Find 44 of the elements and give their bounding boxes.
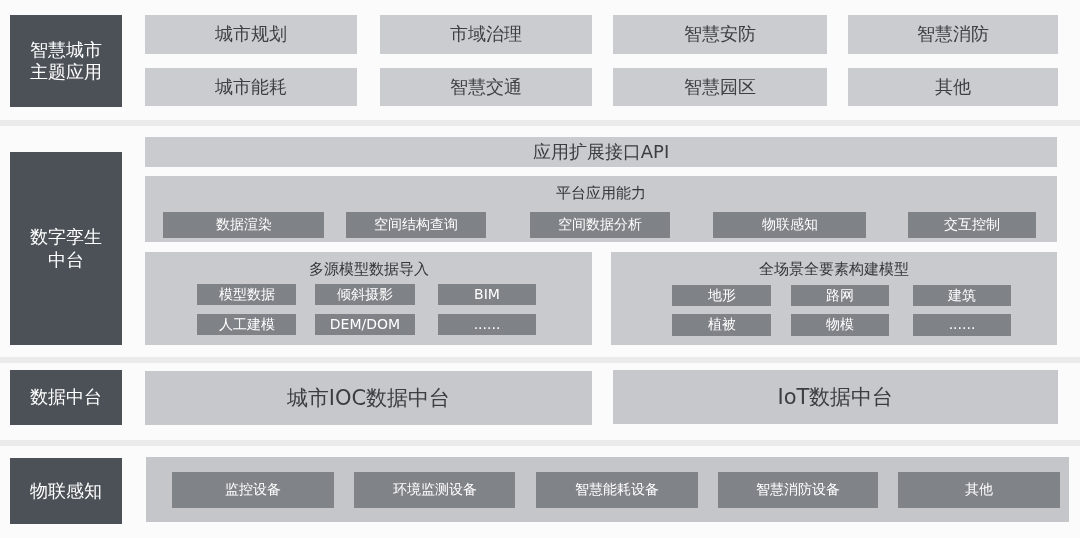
layer-label: 智慧城市主题应用 [10, 15, 122, 107]
device-box: 环境监测设备 [354, 472, 515, 508]
panel-title: 多源模型数据导入 [308, 260, 429, 278]
module-item-box: 人工建模 [197, 314, 296, 335]
module-item-box: 数据渲染 [163, 212, 324, 238]
application-box: 智慧安防 [613, 15, 827, 54]
module-item-box: 倾斜摄影 [315, 284, 415, 305]
application-box: 城市能耗 [145, 68, 357, 106]
application-box: 城市规划 [145, 15, 357, 54]
module-item-box: 交互控制 [908, 212, 1036, 238]
module-item-box: 路网 [791, 285, 889, 306]
module-item-box: 空间结构查询 [346, 212, 486, 238]
panel-title: 平台应用能力 [556, 184, 646, 202]
device-panel [146, 457, 1069, 522]
data-platform-box: 城市IOC数据中台 [145, 371, 592, 425]
module-item-box: ...... [438, 314, 536, 335]
application-box: 智慧消防 [848, 15, 1058, 54]
application-box: 智慧园区 [613, 68, 827, 106]
device-box: 智慧能耗设备 [536, 472, 698, 508]
module-item-box: ...... [913, 314, 1011, 336]
application-box: 市域治理 [380, 15, 592, 54]
api-bar: 应用扩展接口API [145, 137, 1057, 167]
application-box: 智慧交通 [380, 68, 592, 106]
module-item-box: BIM [438, 284, 536, 305]
module-item-box: 地形 [672, 285, 771, 306]
module-panel [145, 176, 1057, 242]
module-item-box: DEM/DOM [315, 314, 415, 335]
module-panel [145, 252, 592, 345]
device-box: 智慧消防设备 [718, 472, 878, 508]
device-box: 监控设备 [172, 472, 334, 508]
device-box: 其他 [898, 472, 1060, 508]
application-box: 其他 [848, 68, 1058, 106]
data-platform-box: IoT数据中台 [613, 370, 1058, 424]
module-item-box: 模型数据 [197, 284, 296, 305]
layer-label: 物联感知 [10, 458, 122, 524]
layer-label: 数字孪生中台 [10, 152, 122, 345]
module-item-box: 植被 [672, 314, 771, 336]
module-item-box: 物联感知 [713, 212, 866, 238]
module-panel [611, 252, 1057, 345]
layer-label: 数据中台 [10, 370, 122, 425]
module-item-box: 空间数据分析 [530, 212, 670, 238]
panel-title: 全场景全要素构建模型 [759, 260, 909, 278]
module-item-box: 建筑 [913, 285, 1011, 306]
module-item-box: 物模 [791, 314, 889, 336]
